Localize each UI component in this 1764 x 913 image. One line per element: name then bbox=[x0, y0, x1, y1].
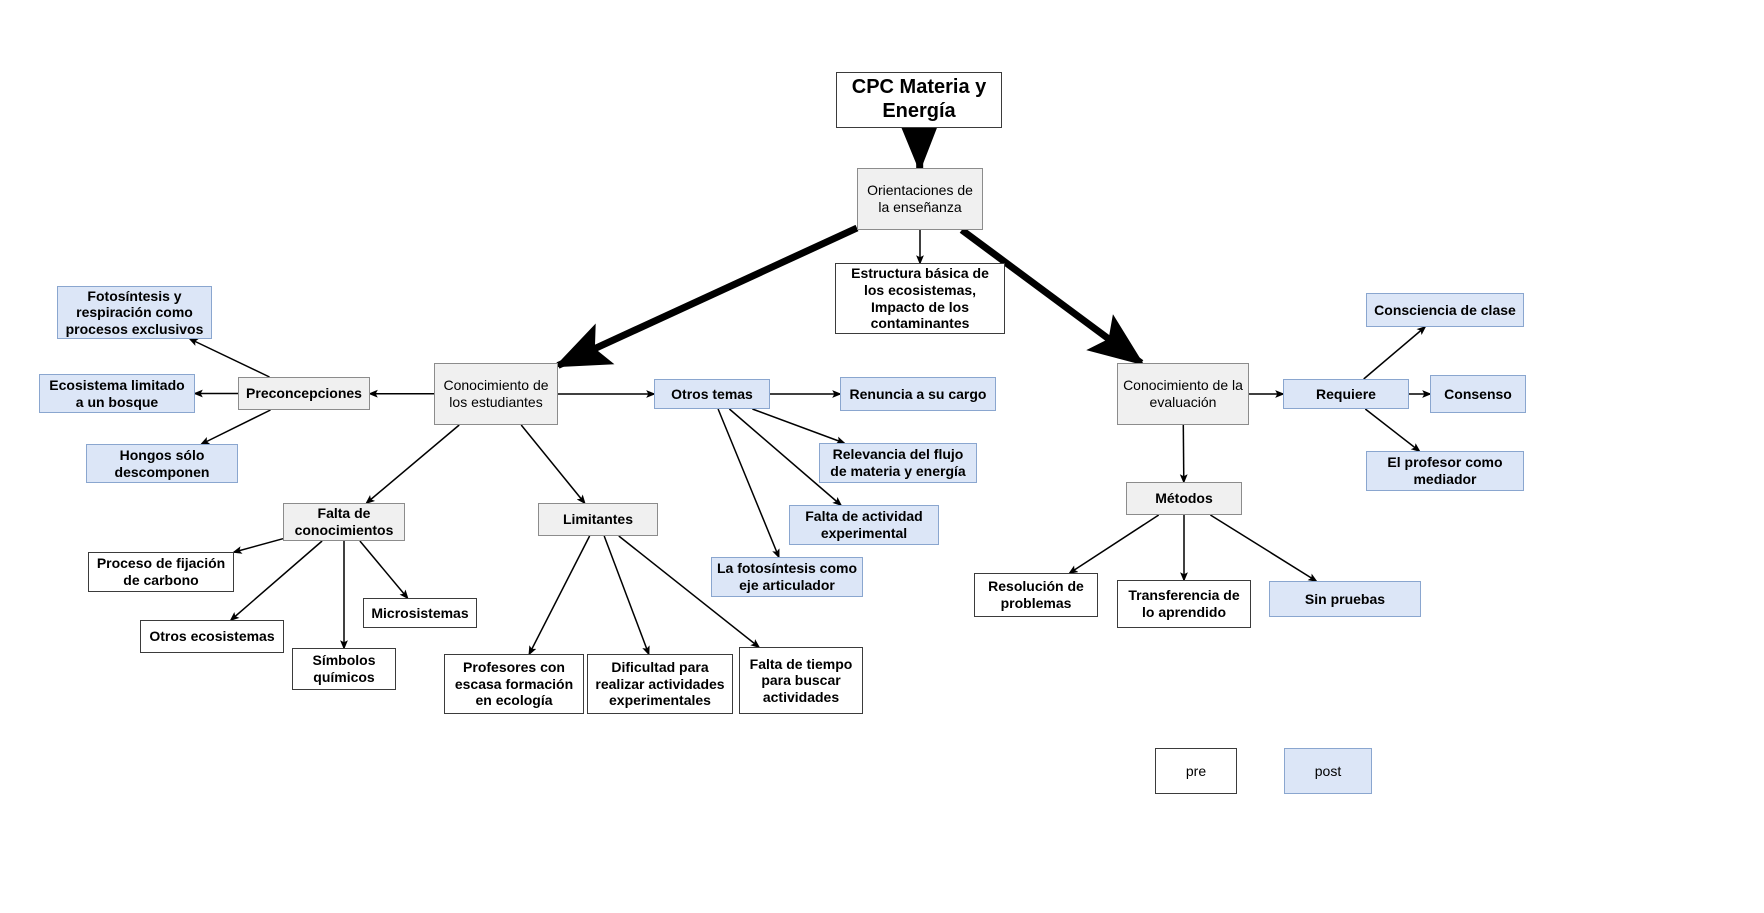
edge-precon-to-hongos bbox=[199, 409, 271, 445]
node-legend_post[interactable]: post bbox=[1284, 748, 1372, 794]
node-sin_pruebas[interactable]: Sin pruebas bbox=[1269, 581, 1421, 617]
node-legend_pre[interactable]: pre bbox=[1155, 748, 1237, 794]
node-label: Renuncia a su cargo bbox=[849, 385, 987, 402]
node-hongos[interactable]: Hongos sólo descomponen bbox=[86, 444, 238, 483]
edge-falta_con-to-fijacion bbox=[232, 537, 284, 554]
node-profesores[interactable]: Profesores con escasa formación en ecolo… bbox=[444, 654, 584, 714]
node-otros_eco[interactable]: Otros ecosistemas bbox=[140, 620, 284, 653]
node-metodos[interactable]: Métodos bbox=[1126, 482, 1242, 515]
node-label: Limitantes bbox=[562, 511, 633, 528]
node-label: Falta de actividad experimental bbox=[805, 508, 923, 541]
node-transfer[interactable]: Transferencia de lo aprendido bbox=[1117, 580, 1251, 628]
node-consenso[interactable]: Consenso bbox=[1430, 375, 1526, 413]
edge-precon-to-fotosintesis bbox=[188, 338, 270, 378]
edge-otros_temas-to-relevancia bbox=[752, 408, 846, 444]
node-simbolos[interactable]: Símbolos químicos bbox=[292, 648, 396, 690]
node-label: Conocimiento de la evaluación bbox=[1123, 377, 1243, 410]
node-label: Proceso de fijación de carbono bbox=[96, 555, 226, 588]
edge-cono_eval-to-metodos bbox=[1179, 424, 1188, 484]
node-label: Símbolos químicos bbox=[312, 652, 376, 685]
node-eje_art[interactable]: La fotosíntesis como eje articulador bbox=[711, 557, 863, 597]
node-label: Falta de conocimientos bbox=[294, 505, 394, 538]
node-microsist[interactable]: Microsistemas bbox=[363, 598, 477, 628]
node-ecosistema[interactable]: Ecosistema limitado a un bosque bbox=[39, 374, 195, 413]
node-label: Otros temas bbox=[671, 385, 753, 402]
node-mediador[interactable]: El profesor como mediador bbox=[1366, 451, 1524, 491]
node-label: Estructura básica de los ecosistemas, Im… bbox=[851, 265, 989, 332]
node-label: Métodos bbox=[1155, 490, 1213, 507]
edge-metodos-to-resolucion bbox=[1068, 514, 1160, 574]
node-label: Transferencia de lo aprendido bbox=[1128, 587, 1240, 620]
node-label: CPC Materia y Energía bbox=[851, 76, 987, 122]
node-relevancia[interactable]: Relevancia del flujo de materia y energí… bbox=[819, 443, 977, 483]
node-label: post bbox=[1314, 762, 1342, 779]
edge-falta_con-to-otros_eco bbox=[229, 540, 323, 622]
node-resolucion[interactable]: Resolución de problemas bbox=[974, 573, 1098, 617]
node-fotosintesis[interactable]: Fotosíntesis y respiración como procesos… bbox=[57, 286, 212, 339]
node-cono_eval[interactable]: Conocimiento de la evaluación bbox=[1117, 363, 1249, 425]
node-precon[interactable]: Preconcepciones bbox=[238, 377, 370, 410]
node-label: Preconcepciones bbox=[246, 385, 362, 402]
edge-limitantes-to-profesores bbox=[528, 535, 591, 656]
edge-cono_est-to-limitantes bbox=[520, 424, 586, 505]
node-label: Consciencia de clase bbox=[1374, 301, 1516, 318]
edge-orient-to-cono_est bbox=[554, 224, 859, 369]
node-dificultad[interactable]: Dificultad para realizar actividades exp… bbox=[587, 654, 733, 714]
node-label: Hongos sólo descomponen bbox=[114, 446, 210, 480]
node-falta_act[interactable]: Falta de actividad experimental bbox=[789, 505, 939, 545]
node-consciencia[interactable]: Consciencia de clase bbox=[1366, 293, 1524, 327]
node-root[interactable]: CPC Materia y Energía bbox=[836, 72, 1002, 128]
edge-requiere-to-consciencia bbox=[1363, 325, 1427, 380]
edge-metodos-to-sin_pruebas bbox=[1210, 514, 1318, 582]
node-fijacion[interactable]: Proceso de fijación de carbono bbox=[88, 552, 234, 592]
node-label: Requiere bbox=[1316, 385, 1376, 402]
node-label: Sin pruebas bbox=[1304, 590, 1386, 607]
node-label: Resolución de problemas bbox=[988, 578, 1084, 611]
edge-cono_est-to-falta_con bbox=[365, 424, 460, 505]
node-estructura[interactable]: Estructura básica de los ecosistemas, Im… bbox=[835, 263, 1005, 334]
node-label: La fotosíntesis como eje articulador bbox=[716, 560, 858, 593]
node-requiere[interactable]: Requiere bbox=[1283, 379, 1409, 409]
edge-otros_temas-to-eje_art bbox=[717, 408, 780, 559]
edge-requiere-to-mediador bbox=[1364, 408, 1421, 453]
node-label: Falta de tiempo para buscar actividades bbox=[749, 655, 853, 705]
node-orient[interactable]: Orientaciones de la enseñanza bbox=[857, 168, 983, 230]
edge-limitantes-to-dificultad bbox=[603, 535, 650, 656]
node-label: Fotosíntesis y respiración como procesos… bbox=[65, 287, 204, 337]
node-limitantes[interactable]: Limitantes bbox=[538, 503, 658, 536]
node-falta_tiempo[interactable]: Falta de tiempo para buscar actividades bbox=[739, 647, 863, 714]
node-label: Conocimiento de los estudiantes bbox=[443, 377, 549, 410]
node-label: Profesores con escasa formación en ecolo… bbox=[454, 659, 574, 709]
node-label: Relevancia del flujo de materia y energí… bbox=[830, 446, 966, 479]
edge-falta_con-to-microsist bbox=[359, 540, 409, 600]
node-label: Microsistemas bbox=[371, 604, 469, 621]
node-renuncia[interactable]: Renuncia a su cargo bbox=[840, 377, 996, 411]
node-label: Dificultad para realizar actividades exp… bbox=[595, 659, 725, 709]
node-label: Otros ecosistemas bbox=[149, 628, 275, 645]
node-cono_est[interactable]: Conocimiento de los estudiantes bbox=[434, 363, 558, 425]
node-label: Consenso bbox=[1444, 385, 1512, 402]
node-label: Orientaciones de la enseñanza bbox=[867, 182, 973, 215]
node-label: El profesor como mediador bbox=[1387, 454, 1503, 487]
node-label: pre bbox=[1185, 762, 1207, 779]
node-otros_temas[interactable]: Otros temas bbox=[654, 379, 770, 409]
node-label: Ecosistema limitado a un bosque bbox=[49, 376, 185, 410]
node-falta_con[interactable]: Falta de conocimientos bbox=[283, 503, 405, 541]
